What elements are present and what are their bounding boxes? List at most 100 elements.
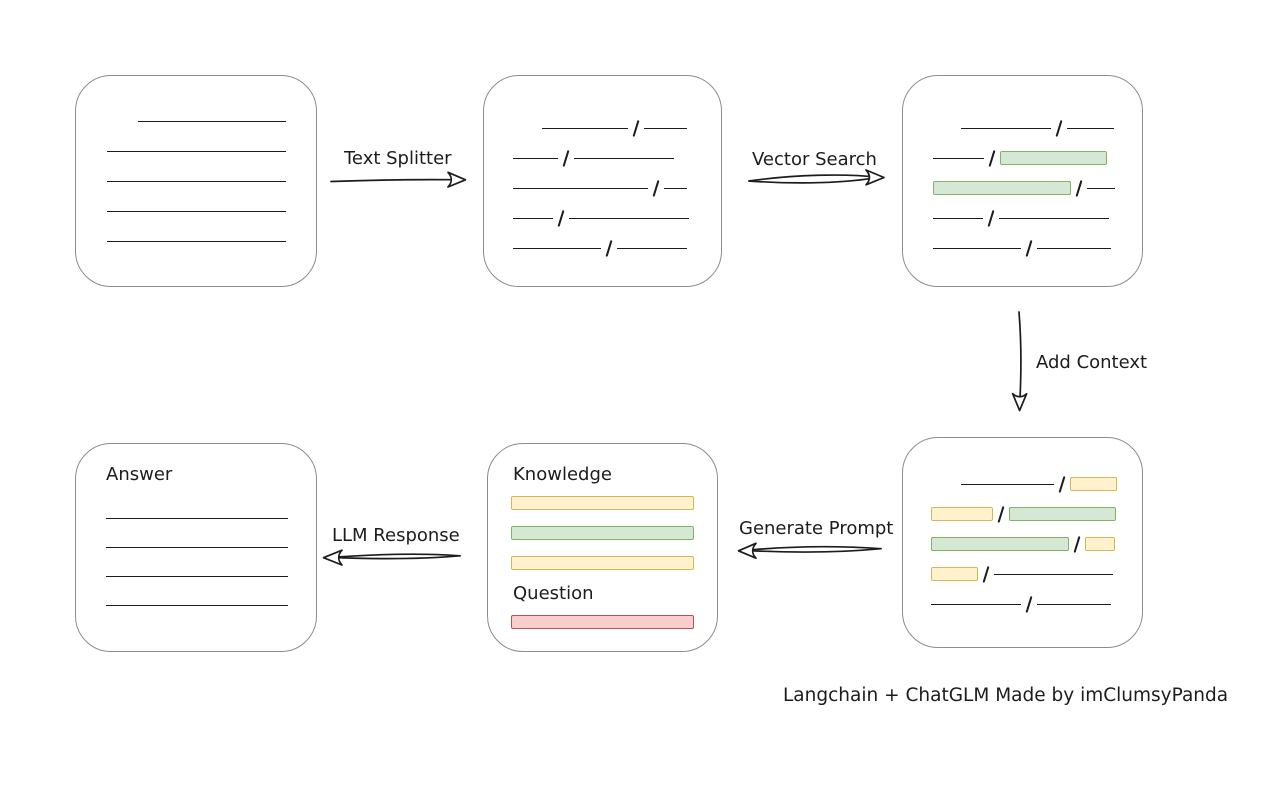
- chunk-row: [933, 233, 1115, 263]
- slash-separator: [562, 149, 570, 167]
- text-splitter-arrow: [330, 171, 467, 188]
- text-line: [574, 157, 675, 159]
- text-line: [617, 247, 688, 249]
- answer-line: [106, 576, 288, 577]
- context-lines: [931, 469, 1118, 619]
- document-text-lines: [107, 106, 286, 256]
- chunk-row: [107, 196, 286, 226]
- question-label: Question: [513, 583, 594, 604]
- text-line: [961, 127, 1051, 129]
- vector-search-arrow: [748, 169, 885, 186]
- text-line: [513, 247, 601, 249]
- chunk-row: [931, 469, 1118, 499]
- text-line: [933, 247, 1021, 249]
- text-line: [107, 180, 286, 182]
- text-line: [107, 150, 286, 152]
- generate-prompt-arrow: [737, 542, 882, 560]
- chunk-row: [107, 166, 286, 196]
- knowledge-bar-yellow: [511, 496, 694, 510]
- answer-node: Answer: [75, 443, 317, 652]
- text-line: [107, 210, 286, 212]
- slash-separator: [1055, 119, 1063, 137]
- text-line: [999, 217, 1110, 219]
- text-line: [513, 217, 553, 219]
- chunk-row: [107, 106, 286, 136]
- text-line: [513, 187, 648, 189]
- slash-separator: [557, 209, 565, 227]
- knowledge-label: Knowledge: [513, 464, 612, 485]
- chunk-row: [107, 136, 286, 166]
- vector-search-label: Vector Search: [752, 149, 877, 170]
- text-line: [513, 157, 558, 159]
- slash-separator: [997, 505, 1005, 523]
- split-chunks-node: [483, 75, 722, 287]
- chunk-row: [513, 113, 689, 143]
- slash-separator: [1025, 595, 1033, 613]
- text-line: [107, 240, 286, 242]
- knowledge-bar-yellow: [511, 556, 694, 570]
- slash-separator: [982, 565, 990, 583]
- slash-separator: [1025, 239, 1033, 257]
- highlight-bar-yellow: [1085, 537, 1116, 551]
- text-line: [1087, 187, 1116, 189]
- text-line: [138, 120, 286, 122]
- text-line: [933, 217, 983, 219]
- chunk-row: [933, 173, 1116, 203]
- slash-separator: [605, 239, 613, 257]
- answer-text-lines: [106, 518, 288, 634]
- text-line: [933, 157, 984, 159]
- answer-label: Answer: [106, 464, 173, 485]
- highlight-bar-green: [1000, 151, 1108, 165]
- text-line: [931, 603, 1021, 605]
- slash-separator: [652, 179, 660, 197]
- slash-separator: [632, 119, 640, 137]
- text-line: [542, 127, 628, 129]
- text-line: [1067, 127, 1115, 129]
- vector-search-results-node: [902, 75, 1143, 287]
- slash-separator: [987, 209, 995, 227]
- slash-separator: [1058, 475, 1066, 493]
- question-bar-red: [511, 615, 694, 629]
- slash-separator: [1075, 179, 1083, 197]
- text-line: [569, 217, 690, 219]
- slash-separator: [1073, 535, 1081, 553]
- highlight-bar-yellow: [931, 507, 993, 521]
- chunk-row: [513, 233, 689, 263]
- prompt-node: Knowledge Question: [487, 443, 718, 652]
- text-splitter-label: Text Splitter: [344, 148, 452, 169]
- add-context-arrow: [1011, 311, 1028, 412]
- add-context-label: Add Context: [1036, 352, 1148, 373]
- answer-line: [106, 605, 288, 606]
- highlight-bar-yellow: [931, 567, 978, 581]
- chunk-row: [513, 203, 690, 233]
- caption: Langchain + ChatGLM Made by imClumsyPand…: [783, 685, 1229, 706]
- text-line: [961, 483, 1054, 485]
- search-result-lines: [933, 113, 1116, 263]
- chunk-text-lines: [513, 113, 690, 263]
- highlight-bar-yellow: [1070, 477, 1118, 491]
- chunk-row: [107, 226, 286, 256]
- llm-response-label: LLM Response: [332, 525, 460, 546]
- highlight-bar-green: [931, 537, 1069, 551]
- chunk-row: [933, 143, 1115, 173]
- knowledge-bar-green: [511, 526, 694, 540]
- text-line: [664, 187, 688, 189]
- chunk-row: [933, 203, 1115, 233]
- text-line: [1037, 247, 1112, 249]
- chunk-row: [931, 529, 1117, 559]
- chunk-row: [931, 589, 1117, 619]
- chunk-row: [513, 173, 689, 203]
- chunk-row: [931, 499, 1117, 529]
- highlight-bar-green: [933, 181, 1071, 195]
- document-node: [75, 75, 317, 287]
- context-node: [902, 437, 1143, 648]
- highlight-bar-green: [1009, 507, 1117, 521]
- answer-line: [106, 547, 288, 548]
- generate-prompt-label: Generate Prompt: [739, 518, 894, 539]
- answer-line: [106, 518, 288, 519]
- chunk-row: [513, 143, 689, 173]
- llm-response-arrow: [322, 549, 461, 566]
- text-line: [644, 127, 688, 129]
- slash-separator: [988, 149, 996, 167]
